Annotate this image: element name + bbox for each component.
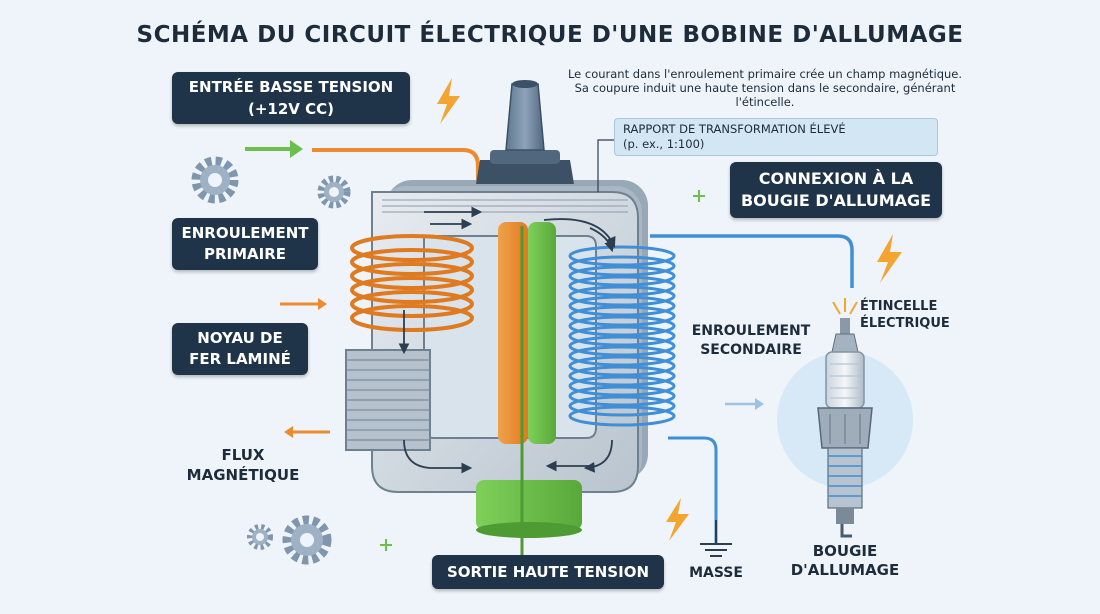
secondary-winding-coil xyxy=(568,245,676,427)
label-line: FLUX xyxy=(221,446,265,464)
primary-winding-coil xyxy=(350,234,474,332)
label-line: MAGNÉTIQUE xyxy=(186,466,300,484)
description-text: Le courant dans l'enroulement primaire c… xyxy=(560,67,970,109)
label-line: ÉTINCELLE xyxy=(860,299,938,314)
label-line: BOUGIE D'ALLUMAGE xyxy=(740,191,932,210)
page-title: SCHÉMA DU CIRCUIT ÉLECTRIQUE D'UNE BOBIN… xyxy=(136,22,964,48)
gear-icon xyxy=(282,515,332,565)
gear-icon xyxy=(191,156,239,204)
label-magnetic-flux: FLUX MAGNÉTIQUE xyxy=(178,445,308,485)
label-low-voltage-input: ENTRÉE BASSE TENSION (+12V CC) xyxy=(172,72,410,124)
ground-wire xyxy=(668,436,718,544)
input-arrow-head xyxy=(290,140,303,158)
label-spark-plug: BOUGIE D'ALLUMAGE xyxy=(790,542,900,580)
label-line: RAPPORT DE TRANSFORMATION ÉLEVÉ xyxy=(623,122,846,136)
spark-plug-illustration xyxy=(817,318,873,538)
label-line: ENROULEMENT xyxy=(691,323,811,339)
label-line: D'ALLUMAGE xyxy=(790,561,900,579)
high-voltage-tower xyxy=(476,80,574,184)
label-transformation-ratio: RAPPORT DE TRANSFORMATION ÉLEVÉ (p. ex.,… xyxy=(614,118,938,156)
label-line: FER LAMINÉ xyxy=(189,350,291,368)
description-line: Le courant dans l'enroulement primaire c… xyxy=(567,67,963,81)
label-line: ÉLECTRIQUE xyxy=(860,316,950,331)
label-line: NOYAU DE xyxy=(197,329,283,347)
secondary-core-bar xyxy=(528,222,556,444)
label-line: PRIMAIRE xyxy=(203,245,287,263)
label-primary-winding: ENROULEMENT PRIMAIRE xyxy=(172,218,318,270)
description-line: Sa coupure induit une haute tension dans… xyxy=(574,81,956,95)
high-voltage-output-terminal xyxy=(476,480,582,530)
label-line: SECONDAIRE xyxy=(700,342,802,358)
description-line: l'étincelle. xyxy=(735,95,795,109)
gear-icon xyxy=(247,524,273,550)
plus-icon xyxy=(380,190,705,551)
arrow-icon xyxy=(725,398,764,410)
gear-icon xyxy=(317,175,351,209)
label-secondary-winding: ENROULEMENT SECONDAIRE xyxy=(676,322,826,360)
lightning-icon xyxy=(666,498,689,541)
label-line: SORTIE HAUTE TENSION xyxy=(446,563,650,581)
laminated-iron-core xyxy=(345,180,648,493)
lightning-icon xyxy=(437,78,460,124)
lightning-icon xyxy=(877,234,902,283)
label-line: (p. ex., 1:100) xyxy=(623,137,705,151)
leader-lines xyxy=(597,139,614,192)
label-iron-core: NOYAU DE FER LAMINÉ xyxy=(172,323,308,375)
label-ground: MASSE xyxy=(684,564,748,582)
arrow-icon xyxy=(280,298,330,438)
label-spark-plug-connection: CONNEXION À LA BOUGIE D'ALLUMAGE xyxy=(730,162,942,218)
primary-input-wire xyxy=(312,148,480,182)
magnetic-flux-arrows xyxy=(398,206,616,474)
label-line: ENTRÉE BASSE TENSION xyxy=(188,78,394,96)
ground-symbol-icon xyxy=(700,520,732,557)
label-electric-spark: ÉTINCELLE ÉLECTRIQUE xyxy=(860,298,964,332)
label-line: MASSE xyxy=(689,565,743,581)
spark-plug-wire xyxy=(650,234,854,288)
label-line: BOUGIE xyxy=(812,542,878,560)
label-line: ENROULEMENT xyxy=(181,224,309,242)
label-line: CONNEXION À LA xyxy=(758,169,914,188)
label-line: (+12V CC) xyxy=(247,100,334,118)
label-high-voltage-output: SORTIE HAUTE TENSION xyxy=(432,555,664,589)
spark-marks xyxy=(832,298,858,315)
